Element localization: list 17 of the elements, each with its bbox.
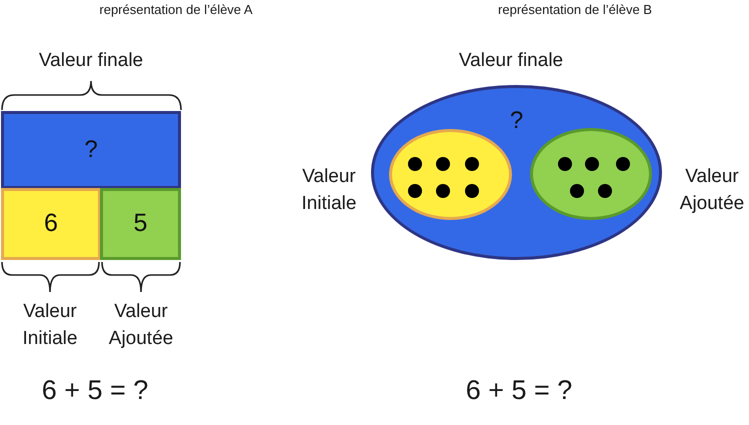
unknown-value: ? bbox=[84, 135, 98, 165]
brace-label: Valeur finale bbox=[38, 48, 144, 73]
bar-segment bbox=[1, 111, 181, 189]
brace-label: Valeur Initiale bbox=[22, 300, 78, 351]
unknown-value: ? bbox=[510, 106, 524, 136]
equation-text: 6 + 5 = ? bbox=[42, 374, 148, 407]
heading-text: représentation de l’élève A bbox=[99, 1, 253, 20]
set-label: Valeur finale bbox=[458, 48, 564, 73]
equation-text: 6 + 5 = ? bbox=[466, 374, 572, 407]
set-label: Valeur Initiale bbox=[300, 165, 358, 216]
number-value: 6 bbox=[44, 208, 58, 240]
heading-text: représentation de l’élève B bbox=[498, 1, 652, 20]
brace-label: Valeur Ajoutée bbox=[108, 300, 174, 351]
bar-segment bbox=[100, 188, 181, 260]
number-value: 5 bbox=[134, 208, 148, 240]
set-label: Valeur Ajoutée bbox=[678, 165, 746, 216]
bar-segment bbox=[1, 188, 101, 260]
